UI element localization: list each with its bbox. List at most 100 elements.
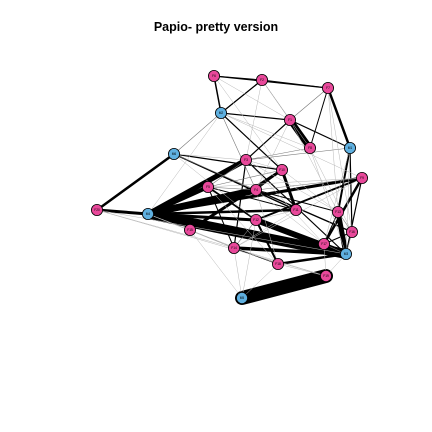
- edge-M6-F4: [173, 153, 257, 191]
- node-M5: M5: [235, 291, 248, 304]
- node-circle-M2: [214, 107, 227, 120]
- node-circle-M6: [167, 147, 180, 160]
- node-label-F18: F18: [275, 262, 281, 266]
- edge-F6-F1: [213, 75, 291, 121]
- edge-M6-M2: [173, 112, 222, 155]
- node-circle-F10: [275, 163, 288, 176]
- node-label-F17: F17: [321, 242, 327, 246]
- node-label-M3: M3: [344, 252, 349, 256]
- edge-M6-F3: [173, 153, 247, 161]
- node-F10: F10: [275, 163, 288, 176]
- edge-F11-F5: [207, 186, 297, 211]
- edge-M1-F7: [326, 86, 352, 150]
- edge-F8-M3: [309, 147, 347, 255]
- edge-F12-M5: [241, 219, 257, 299]
- node-F16: F16: [345, 225, 358, 238]
- edge-F12-M3: [253, 217, 349, 257]
- edge-F5-F9: [207, 177, 363, 188]
- node-label-F9: F9: [360, 176, 364, 180]
- node-F5: F5: [201, 180, 214, 193]
- edge-F19-F20: [96, 209, 327, 277]
- edge-F2-F3: [245, 79, 263, 161]
- node-circle-F3: [239, 153, 252, 166]
- node-label-F6: F6: [212, 74, 216, 78]
- edge-F3-F13: [245, 159, 339, 213]
- node-circle-F1: [283, 114, 296, 127]
- node-F3: F3: [239, 153, 252, 166]
- edge-F3-F14: [233, 159, 247, 249]
- edge-layer: [95, 75, 364, 305]
- edge-M2-F1: [220, 112, 291, 121]
- edge-M6-F11: [173, 153, 297, 211]
- edge-F4-F17: [255, 189, 325, 245]
- node-F7: F7: [321, 82, 334, 95]
- edge-F19-M5: [235, 269, 333, 305]
- node-circle-M1: [343, 141, 356, 154]
- edge-F10-F5: [207, 169, 283, 188]
- edge-M3-F20: [96, 209, 347, 255]
- node-F11: F11: [289, 203, 302, 216]
- node-F6: F6: [207, 70, 220, 83]
- edge-F2-M2: [220, 79, 263, 114]
- edge-F1-F4: [255, 119, 291, 191]
- edge-M2-F10: [220, 112, 283, 171]
- node-label-F12: F12: [253, 218, 259, 222]
- node-circle-F12: [249, 213, 262, 226]
- node-circle-M3: [339, 247, 352, 260]
- node-circle-F17: [317, 237, 330, 250]
- node-F20: F20: [91, 203, 104, 216]
- edge-F10-F11: [280, 168, 298, 212]
- edge-M4-M3: [143, 209, 351, 259]
- node-label-M5: M5: [240, 296, 245, 300]
- node-label-F4: F4: [254, 188, 258, 192]
- edge-M2-F8: [220, 112, 311, 149]
- node-circle-F5: [201, 180, 214, 193]
- edge-M4-F9: [146, 176, 364, 216]
- edge-F2-F7: [261, 79, 329, 89]
- edge-F7-F13: [327, 87, 339, 213]
- node-F4: F4: [249, 183, 262, 196]
- edge-M1-F16: [349, 147, 353, 233]
- edge-F11-F12: [255, 209, 297, 221]
- node-F13: F13: [331, 205, 344, 218]
- node-label-F13: F13: [335, 210, 341, 214]
- edge-F3-F17: [245, 159, 325, 245]
- edge-F10-F3: [245, 159, 283, 171]
- node-circle-F16: [345, 225, 358, 238]
- node-circle-F2: [255, 74, 268, 87]
- edge-M2-F6: [213, 75, 222, 114]
- edge-M6-F12: [173, 153, 257, 221]
- edge-M5-F15: [189, 229, 243, 299]
- node-F9: F9: [355, 171, 368, 184]
- node-label-F15: F15: [187, 228, 193, 232]
- edge-F5-F18: [207, 186, 279, 265]
- edge-M2-F9: [220, 112, 363, 179]
- edge-M4-F11: [146, 208, 298, 216]
- node-circle-F18: [271, 257, 284, 270]
- node-label-F7: F7: [326, 86, 330, 90]
- edge-M4-F15: [147, 213, 191, 231]
- node-circle-F6: [207, 70, 220, 83]
- edge-M5-F18: [241, 263, 279, 299]
- edge-F6-F10: [213, 75, 283, 171]
- edge-F3-F8: [245, 147, 311, 161]
- edge-F3-F5: [207, 159, 247, 188]
- node-F12: F12: [249, 213, 262, 226]
- node-label-F16: F16: [349, 230, 355, 234]
- edge-M2-F4: [220, 112, 257, 191]
- node-M3: M3: [339, 247, 352, 260]
- edge-F5-F12: [207, 186, 257, 221]
- node-label-F14: F14: [231, 246, 237, 250]
- node-F19: F19: [319, 269, 332, 282]
- node-label-F8: F8: [308, 146, 312, 150]
- edge-F8-F16: [309, 147, 353, 233]
- edge-F20-M4: [95, 208, 150, 216]
- edge-F18-F19: [277, 263, 327, 277]
- node-M6: M6: [167, 147, 180, 160]
- edge-F18-M3: [276, 252, 348, 266]
- node-circle-F14: [227, 241, 240, 254]
- node-M4: M4: [141, 207, 154, 220]
- chart-title: Papio- pretty version: [153, 20, 279, 34]
- node-M1: M1: [343, 141, 356, 154]
